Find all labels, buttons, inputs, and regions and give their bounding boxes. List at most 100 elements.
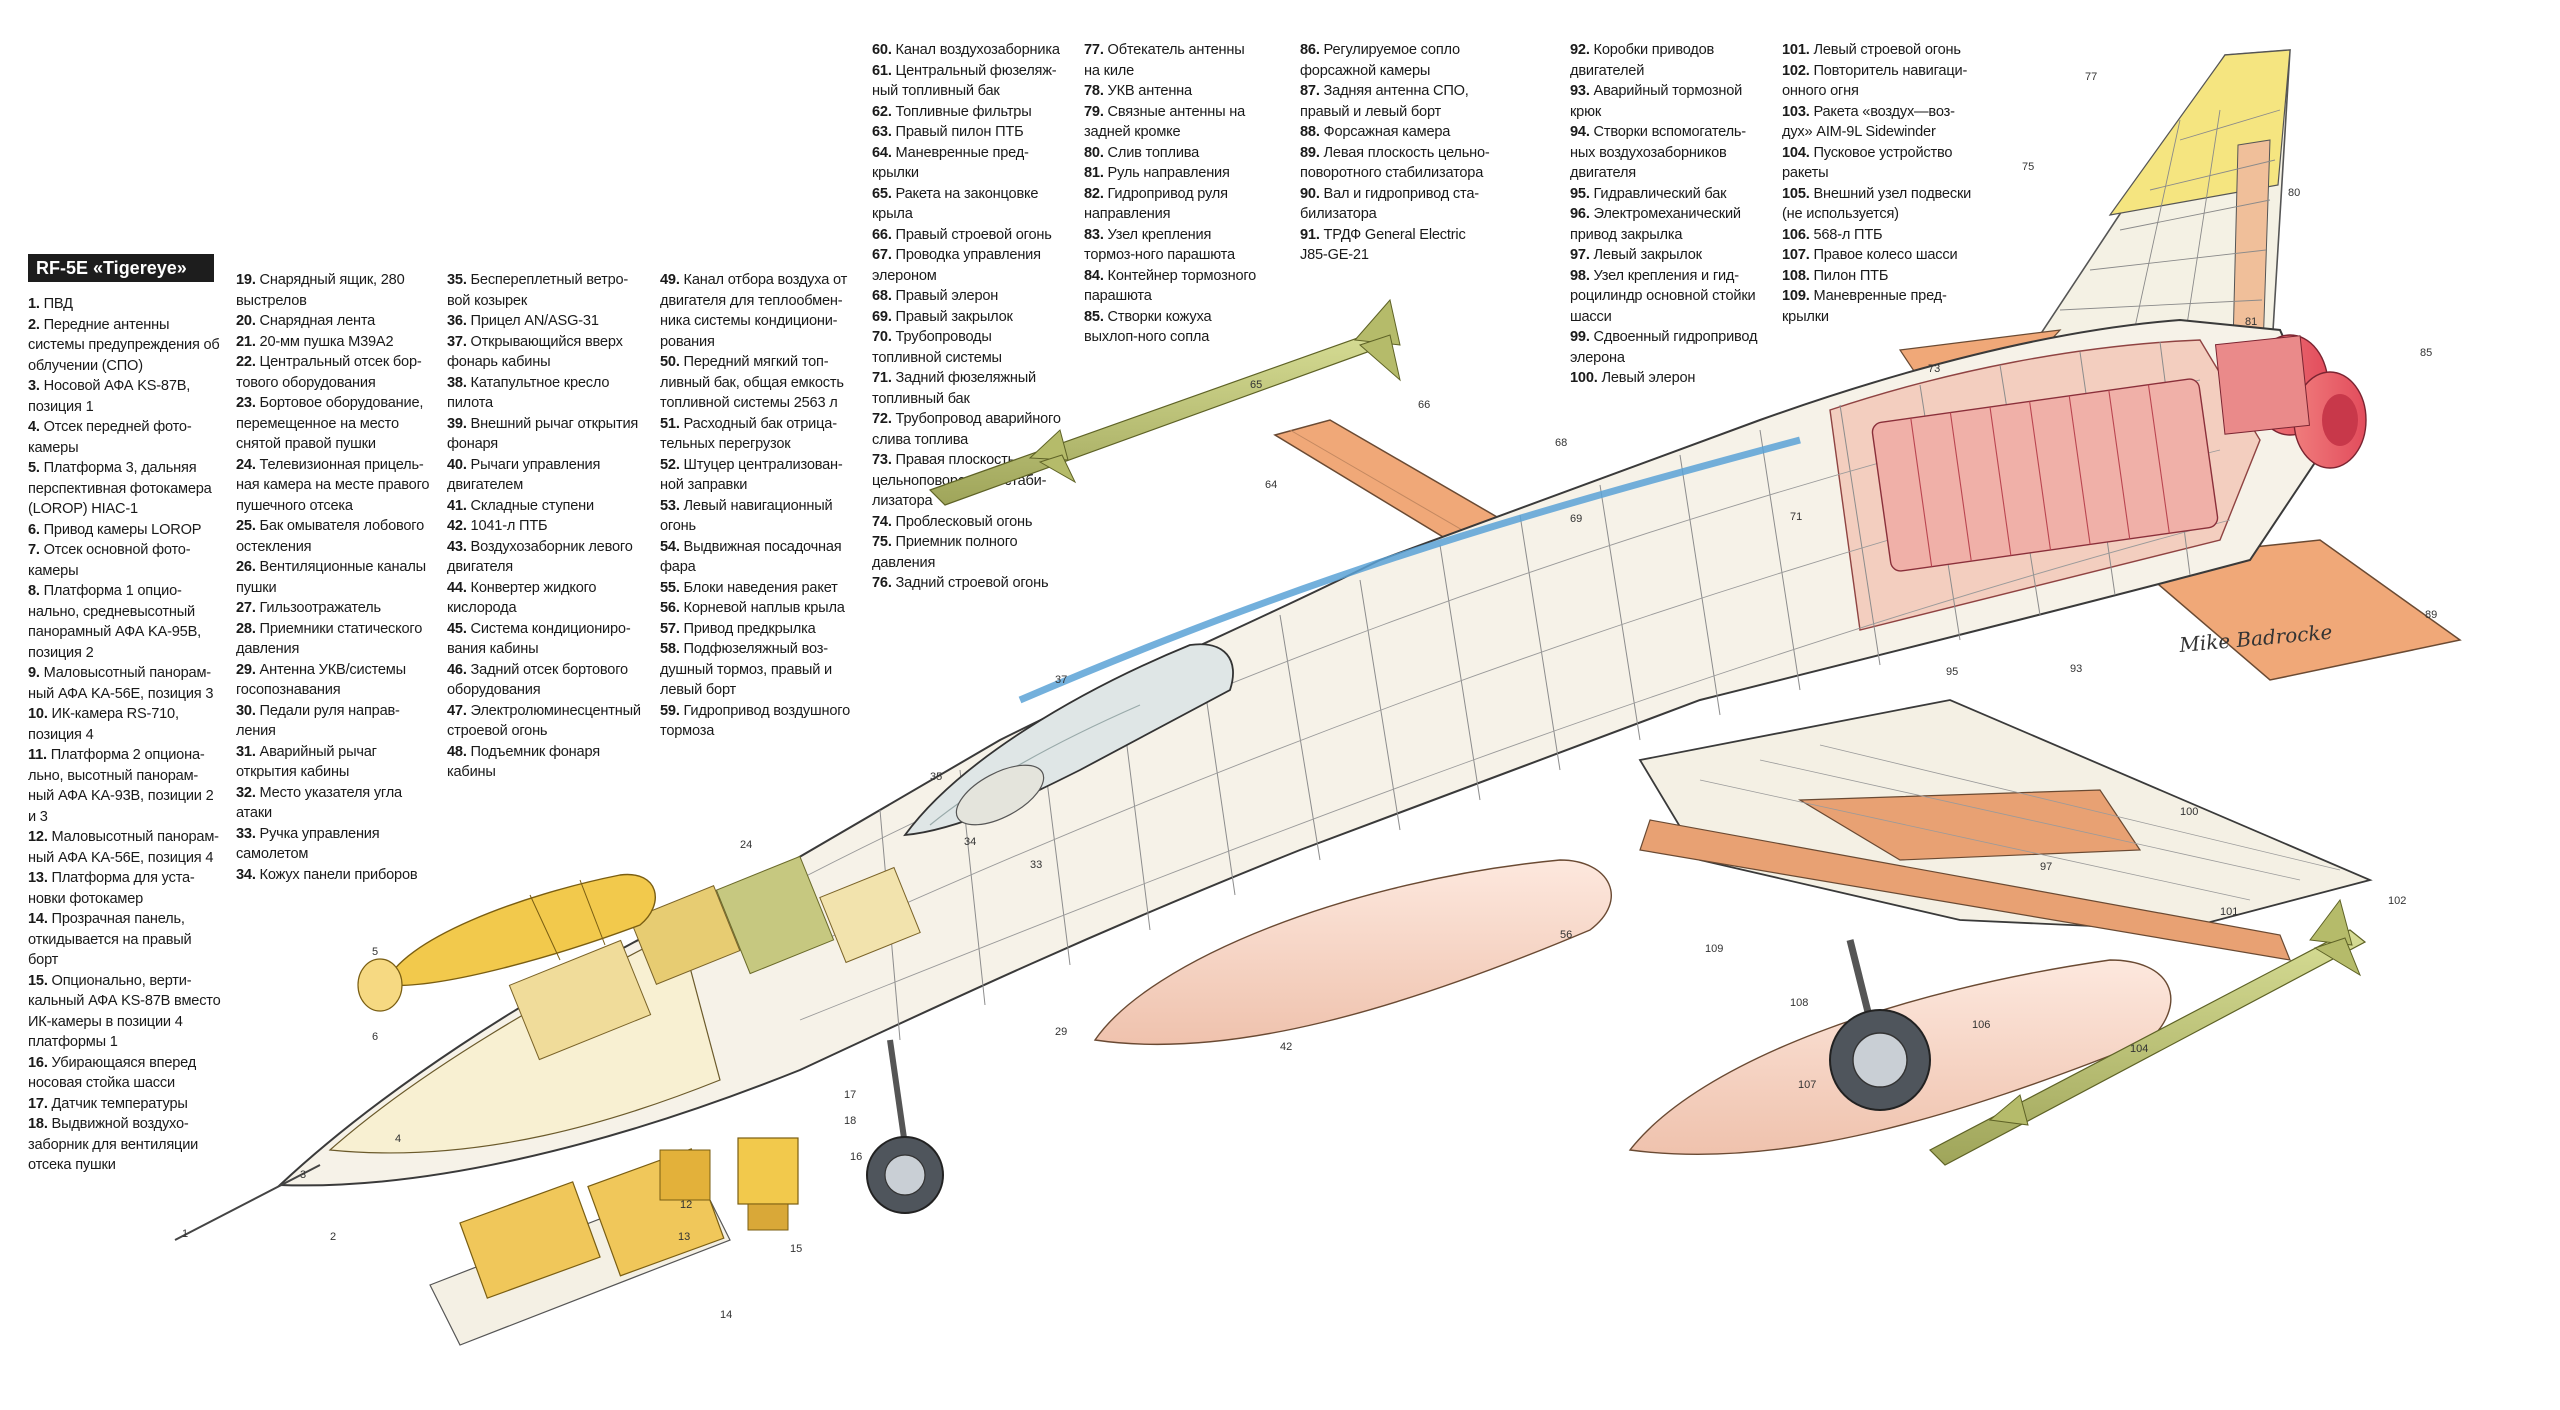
- legend-item-number: 3.: [28, 378, 40, 394]
- legend-item-text: Телевизионная прицель-ная камера на мест…: [236, 456, 430, 514]
- legend-item-text: Маневренные пред-крылки: [872, 144, 1029, 182]
- legend-item-text: Створки кожуха выхлоп-ного сопла: [1084, 308, 1212, 346]
- legend-item-number: 47.: [447, 702, 467, 719]
- callout-15: 15: [790, 1243, 802, 1255]
- legend-item-number: 88.: [1300, 124, 1320, 140]
- legend-item: 62. Топливные фильтры: [872, 102, 1062, 123]
- legend-item: 9. Маловысотный панорам-ный АФА KA-56E, …: [28, 663, 224, 704]
- legend-item-number: 105.: [1782, 185, 1810, 202]
- legend-item-number: 39.: [447, 415, 467, 432]
- legend-item-number: 5.: [28, 460, 40, 476]
- legend-item-text: Ракета «воздух—воз-дух» AIM-9L Sidewinde…: [1782, 103, 1955, 141]
- legend-item: 89. Левая плоскость цельно-поворотного с…: [1300, 143, 1490, 184]
- legend-item-number: 90.: [1300, 185, 1320, 202]
- callout-2: 2: [330, 1231, 336, 1243]
- legend-item-number: 36.: [447, 313, 467, 329]
- legend-item: 44. Конвертер жидкого кислорода: [447, 578, 643, 619]
- legend-item-text: Слив топлива: [1107, 144, 1200, 161]
- legend-item-text: 20-мм пушка M39A2: [259, 333, 394, 350]
- legend-item-text: Правое колесо шасси: [1813, 247, 1958, 263]
- legend-item: 91. ТРДФ General Electric J85-GE-21: [1300, 225, 1490, 266]
- legend-item-text: Бортовое оборудование, перемещенное на м…: [236, 395, 424, 452]
- legend-item: 16. Убирающаяся вперед носовая стойка ша…: [28, 1053, 224, 1094]
- legend-item: 80. Слив топлива: [1084, 143, 1264, 164]
- legend-item: 100. Левый элерон: [1570, 368, 1760, 389]
- legend-item-number: 82.: [1084, 185, 1104, 202]
- legend-item-number: 70.: [872, 329, 892, 345]
- legend-item: 24. Телевизионная прицель-ная камера на …: [236, 455, 432, 517]
- legend-item: 82. Гидропривод руля направления: [1084, 184, 1264, 225]
- legend-item: 106. 568-л ПТБ: [1782, 225, 1972, 246]
- legend-item-text: ИК-камера RS-710, позиция 4: [28, 706, 179, 743]
- legend-item: 59. Гидропривод воздушного тормоза: [660, 701, 850, 742]
- legend-item-number: 73.: [872, 452, 892, 468]
- legend-item-number: 40.: [447, 456, 467, 473]
- legend-item-text: Антенна УКВ/системы госопознавания: [236, 661, 406, 699]
- legend-item: 27. Гильзоотражатель: [236, 598, 432, 619]
- legend-item-text: Рычаги управления двигателем: [447, 456, 601, 494]
- left-wing: [1638, 699, 2373, 961]
- legend-item: 108. Пилон ПТБ: [1782, 266, 1972, 287]
- legend-item-text: Снарядная лента: [259, 313, 376, 329]
- legend-item-number: 92.: [1570, 42, 1590, 58]
- callout-18: 18: [844, 1115, 856, 1127]
- legend-item-number: 87.: [1300, 83, 1320, 99]
- legend-item-number: 20.: [236, 313, 256, 329]
- legend-item-text: Платформа 3, дальняя перспективная фоток…: [28, 460, 212, 517]
- legend-item: 37. Открывающийся вверх фонарь кабины: [447, 332, 643, 373]
- legend-item-text: Открывающийся вверх фонарь кабины: [447, 333, 623, 371]
- legend-item-text: Аварийный рычаг открытия кабины: [236, 743, 377, 781]
- callout-65: 65: [1250, 379, 1262, 391]
- legend-item-text: Регулируемое сопло форсажной камеры: [1300, 42, 1460, 79]
- legend-item-number: 16.: [28, 1054, 48, 1071]
- legend-item: 20. Снарядная лента: [236, 311, 432, 332]
- engine-section: [1871, 378, 2219, 572]
- legend-item-text: Передний мягкий топ-ливный бак, общая ем…: [660, 354, 844, 411]
- legend-item-text: Конвертер жидкого кислорода: [447, 579, 597, 617]
- callout-75: 75: [2022, 161, 2034, 173]
- legend-item-text: Правый пилон ПТБ: [895, 124, 1024, 140]
- legend-item-text: Выдвижная посадочная фара: [660, 538, 842, 576]
- legend-item: 72. Трубопровод аварийного слива топлива: [872, 409, 1062, 450]
- legend-item: 107. Правое колесо шасси: [1782, 245, 1972, 266]
- legend-item: 17. Датчик температуры: [28, 1094, 224, 1115]
- legend-item-number: 15.: [28, 972, 48, 989]
- legend-item-text: Створки вспомогатель-ных воздухозаборник…: [1570, 124, 1746, 181]
- legend-item-number: 27.: [236, 600, 256, 616]
- callout-107: 107: [1798, 1079, 1816, 1091]
- legend-item: 88. Форсажная камера: [1300, 122, 1490, 143]
- legend-item-text: ТРДФ General Electric J85-GE-21: [1300, 226, 1466, 264]
- callout-100: 100: [2180, 806, 2198, 818]
- legend-item-number: 63.: [872, 124, 892, 140]
- legend-item: 52. Штуцер централизован-ной заправки: [660, 455, 850, 496]
- legend-item-text: Штуцер централизован-ной заправки: [660, 456, 843, 494]
- legend-item-text: Снарядный ящик, 280 выстрелов: [236, 272, 405, 309]
- legend-item-number: 55.: [660, 579, 680, 596]
- nose-landing-gear: [866, 1039, 944, 1214]
- legend-item-text: Центральный фюзеляж-ный топливный бак: [872, 62, 1057, 100]
- legend-item-number: 38.: [447, 374, 467, 391]
- callout-42: 42: [1280, 1041, 1292, 1053]
- legend-item-number: 83.: [1084, 226, 1104, 243]
- legend-item: 5. Платформа 3, дальняя перспективная фо…: [28, 458, 224, 520]
- callout-68: 68: [1555, 437, 1567, 449]
- lorop-camera-pod: [357, 873, 656, 1012]
- legend-item-text: Левая плоскость цельно-поворотного стаби…: [1300, 144, 1490, 182]
- legend-item: 57. Привод предкрылка: [660, 619, 850, 640]
- legend-item: 19. Снарядный ящик, 280 выстрелов: [236, 270, 432, 311]
- legend-item-text: Электролюминесцентный строевой огонь: [447, 702, 641, 740]
- camera-platform-exploded: [429, 1148, 731, 1346]
- callout-3: 3: [300, 1169, 306, 1181]
- callout-89: 89: [2425, 609, 2437, 621]
- legend-item-text: Носовой АФА KS-87B, позиция 1: [28, 378, 191, 415]
- legend-item: 105. Внешний узел подвески (не используе…: [1782, 184, 1972, 225]
- legend-item-number: 101.: [1782, 42, 1810, 58]
- legend-item-number: 31.: [236, 743, 256, 760]
- legend-item-number: 102.: [1782, 62, 1810, 79]
- legend-item-text: Расходный бак отрица-тельных перегрузок: [660, 415, 837, 453]
- legend-item-number: 72.: [872, 411, 892, 427]
- legend-item: 95. Гидравлический бак: [1570, 184, 1760, 205]
- legend-item-number: 91.: [1300, 226, 1320, 243]
